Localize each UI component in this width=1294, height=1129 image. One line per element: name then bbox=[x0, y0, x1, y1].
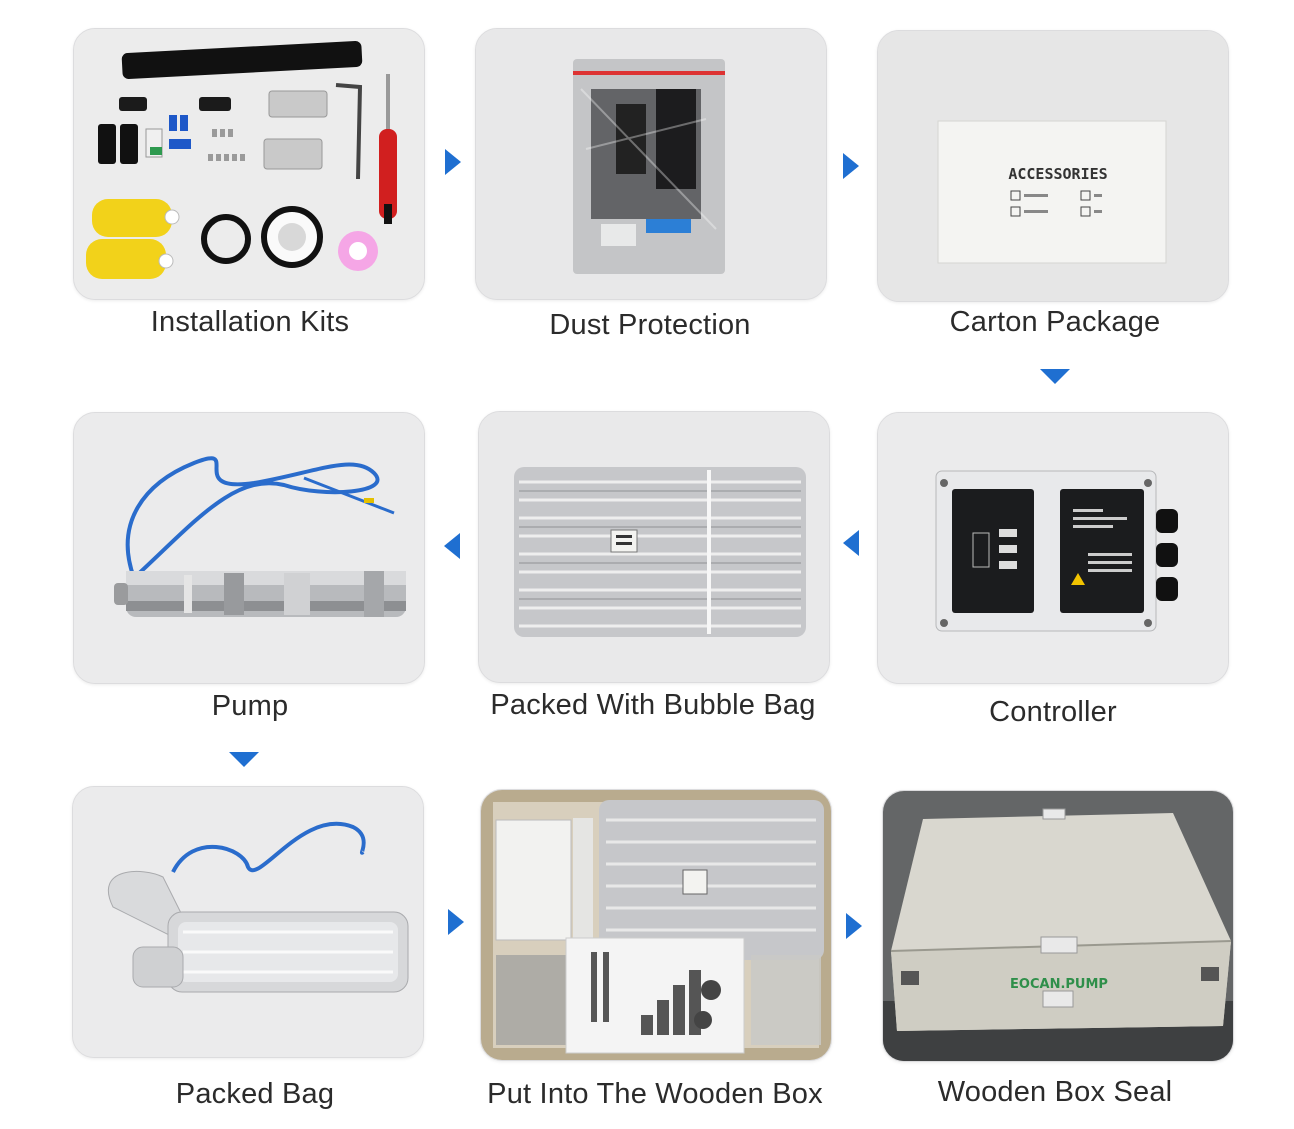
step-dust-protection-image bbox=[475, 28, 827, 300]
step-label: Dust Protection bbox=[549, 309, 751, 341]
arrow-right-icon bbox=[843, 153, 859, 179]
arrow-right-icon bbox=[445, 149, 461, 175]
step-carton-package-image: ACCESSORIES bbox=[877, 30, 1229, 302]
arrow-left-icon bbox=[843, 530, 859, 556]
carton-package-illustration: ACCESSORIES bbox=[878, 31, 1228, 301]
step-wooden-box-image bbox=[480, 789, 832, 1061]
step-label: Wooden Box Seal bbox=[937, 1076, 1173, 1108]
packed-bag-illustration bbox=[73, 787, 423, 1057]
bubble-bag-illustration bbox=[479, 412, 829, 682]
step-label: Installation Kits bbox=[150, 306, 350, 338]
step-label: Controller bbox=[989, 696, 1117, 728]
step-label: Carton Package bbox=[949, 306, 1161, 338]
arrow-left-icon bbox=[444, 533, 460, 559]
arrow-right-icon bbox=[448, 909, 464, 935]
step-wooden-box-seal-image: EOCAN.PUMP bbox=[882, 790, 1234, 1062]
step-bubble-bag-image bbox=[478, 411, 830, 683]
step-label: Packed With Bubble Bag bbox=[490, 689, 816, 721]
step-controller-image bbox=[877, 412, 1229, 684]
dust-protection-illustration bbox=[476, 29, 826, 299]
wooden-box-brand: EOCAN.PUMP bbox=[1010, 977, 1108, 992]
step-installation-kits-image bbox=[73, 28, 425, 300]
arrow-down-icon bbox=[1040, 369, 1070, 384]
installation-kits-illustration bbox=[74, 29, 424, 299]
step-label: Pump bbox=[211, 690, 289, 722]
carton-label: ACCESSORIES bbox=[1008, 165, 1107, 183]
arrow-down-icon bbox=[229, 752, 259, 767]
wooden-box-seal-illustration: EOCAN.PUMP bbox=[883, 791, 1233, 1061]
step-label: Put Into The Wooden Box bbox=[487, 1078, 823, 1110]
step-label: Packed Bag bbox=[175, 1078, 335, 1110]
step-pump-image bbox=[73, 412, 425, 684]
wooden-box-illustration bbox=[481, 790, 831, 1060]
arrow-right-icon bbox=[846, 913, 862, 939]
step-packed-bag-image bbox=[72, 786, 424, 1058]
controller-illustration bbox=[878, 413, 1228, 683]
pump-illustration bbox=[74, 413, 424, 683]
